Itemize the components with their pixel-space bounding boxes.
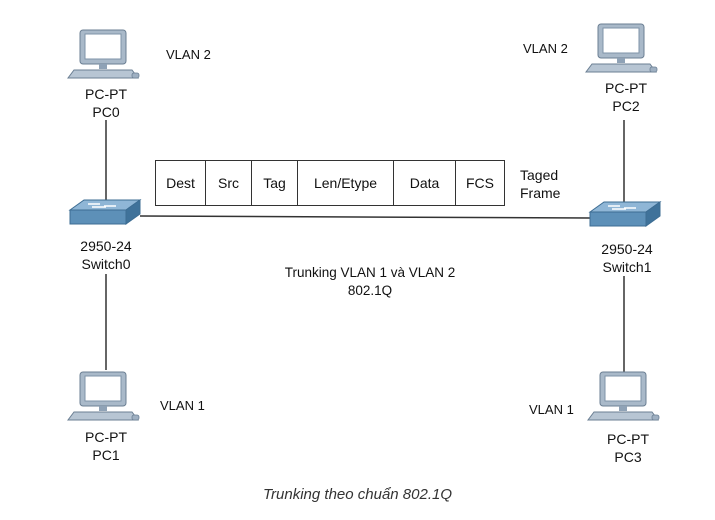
pc2-icon[interactable]: [585, 23, 658, 73]
pc1-name: PC1: [92, 447, 120, 463]
tagged-frame: Dest Src Tag Len/Etype Data FCS: [155, 160, 505, 206]
pc0-name: PC0: [92, 104, 120, 120]
switch0-model: 2950-24: [80, 238, 132, 254]
pc0-model: PC-PT: [85, 86, 127, 102]
tagged-frame-label-line2: Frame: [520, 185, 561, 201]
pc3-model: PC-PT: [607, 431, 649, 447]
pc2-model: PC-PT: [605, 80, 647, 96]
switch1-label: 2950-24 Switch1: [585, 240, 669, 276]
tagged-frame-label: Taged Frame: [520, 166, 572, 202]
switch1-icon[interactable]: [589, 201, 661, 227]
trunk-label-line1: Trunking VLAN 1 và VLAN 2: [284, 265, 456, 280]
frame-field-data: Data: [394, 161, 456, 205]
trunk-label-line2: 802.1Q: [347, 283, 393, 298]
trunk-label: Trunking VLAN 1 và VLAN 2 802.1Q: [240, 264, 500, 300]
pc0-icon[interactable]: [67, 29, 140, 79]
pc1-model: PC-PT: [85, 429, 127, 445]
pc2-name: PC2: [612, 98, 640, 114]
trunk-link: [139, 215, 591, 219]
pc3-name: PC3: [614, 449, 642, 465]
pc1-label: PC-PT PC1: [76, 428, 136, 464]
switch0-label: 2950-24 Switch0: [64, 237, 148, 273]
frame-field-fcs: FCS: [466, 175, 494, 191]
network-diagram: [67, 23, 661, 421]
frame-field-tag: Tag: [252, 161, 298, 205]
pc1-icon[interactable]: [67, 371, 140, 421]
pc3-vlan-label: VLAN 1: [529, 402, 574, 417]
switch0-name: Switch0: [81, 256, 131, 272]
figure-caption: Trunking theo chuẩn 802.1Q: [262, 486, 453, 503]
switch0-icon[interactable]: [69, 199, 141, 225]
pc3-label: PC-PT PC3: [598, 430, 658, 466]
tagged-frame-label-line1: Taged: [520, 167, 559, 183]
switch1-name: Switch1: [602, 259, 652, 275]
pc2-vlan-label: VLAN 2: [523, 41, 568, 56]
frame-field-dest: Dest: [156, 161, 206, 205]
pc2-label: PC-PT PC2: [596, 79, 656, 115]
switch1-model: 2950-24: [601, 241, 653, 257]
pc0-vlan-label: VLAN 2: [166, 47, 211, 62]
pc0-label: PC-PT PC0: [76, 85, 136, 121]
frame-field-src: Src: [206, 161, 252, 205]
frame-field-len-etype: Len/Etype: [298, 161, 394, 205]
pc1-vlan-label: VLAN 1: [160, 398, 205, 413]
pc3-icon[interactable]: [587, 371, 660, 421]
